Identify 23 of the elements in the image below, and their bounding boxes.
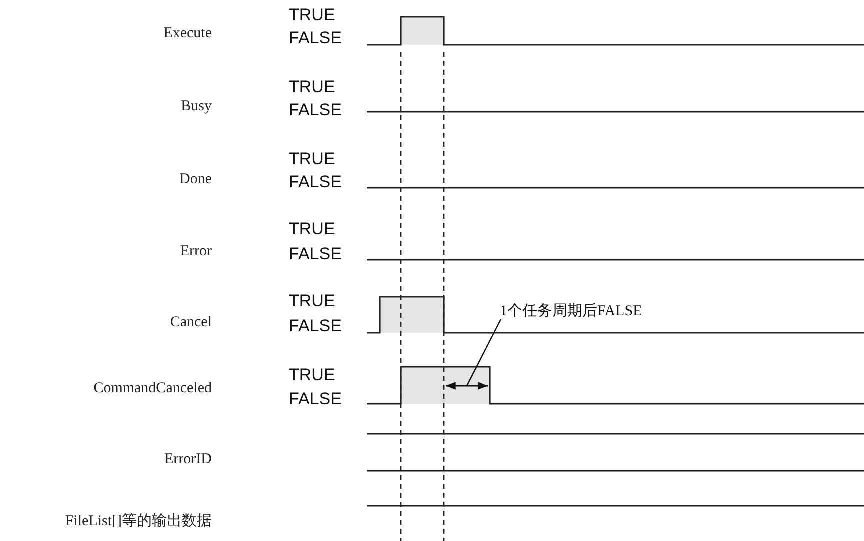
state-label: FALSE [289,318,342,334]
state-label: TRUE [289,150,336,168]
state-label: TRUE [289,366,336,384]
signal-name: Cancel [170,316,212,330]
state-label: TRUE [289,6,336,24]
state-label: FALSE [289,102,342,118]
state-label: TRUE [289,78,336,96]
leader-line [466,319,502,386]
dimension-arrow [446,382,488,390]
signal-name: CommandCanceled [94,382,212,396]
state-label: TRUE [289,220,336,238]
signal-name: Error [180,244,212,260]
signal-name: FileList[]等的输出数据 [65,514,212,530]
signal-name: Done [180,172,212,188]
state-label: FALSE [289,390,342,408]
state-label: FALSE [289,30,342,46]
annotation-text: 1个任务周期后FALSE [500,304,642,320]
state-label: TRUE [289,292,336,310]
state-label: FALSE [289,246,342,262]
signal-name: Execute [164,26,212,42]
state-label: FALSE [289,174,342,190]
signal-name: ErrorID [164,452,212,468]
signal-name: Busy [181,100,212,114]
